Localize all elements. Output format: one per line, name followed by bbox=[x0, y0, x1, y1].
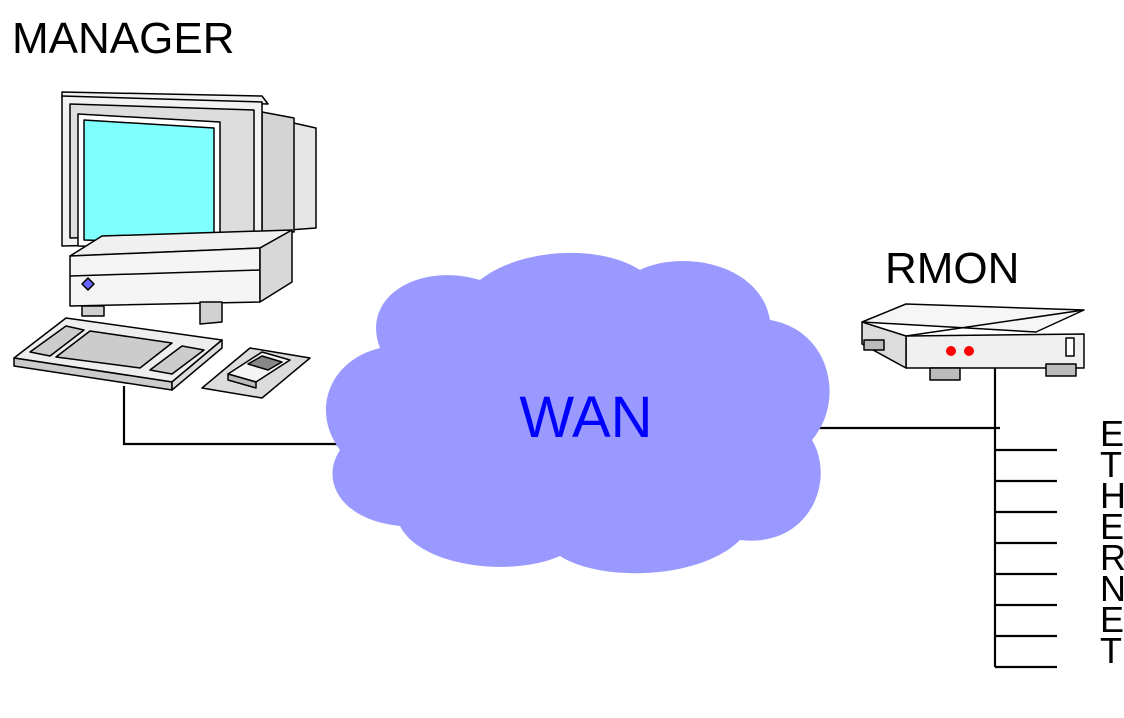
rmon-group-label: E bbox=[1100, 599, 1124, 640]
rmon-group-label: E bbox=[1100, 413, 1124, 454]
wan-label: WAN bbox=[519, 385, 652, 450]
screen bbox=[83, 119, 215, 245]
rmon-label: RMON bbox=[885, 244, 1019, 293]
mouse-icon bbox=[201, 347, 311, 399]
rmon-probe-icon bbox=[861, 303, 1085, 381]
rmon-group-label: N bbox=[1100, 568, 1124, 609]
keyboard-icon bbox=[13, 317, 223, 391]
wan-cloud: WAN bbox=[325, 252, 830, 574]
rmon-group-label: H bbox=[1100, 475, 1124, 516]
manager-computer-icon bbox=[61, 91, 317, 325]
rmon-group-label: R bbox=[1100, 537, 1124, 578]
led-1 bbox=[946, 346, 956, 356]
rmon-group-label: T bbox=[1100, 444, 1122, 485]
power-indicator bbox=[81, 277, 95, 291]
led-2 bbox=[964, 346, 974, 356]
manager-label: MANAGER bbox=[12, 14, 234, 63]
rmon-group-label: T bbox=[1100, 630, 1122, 671]
rmon-group-label: E bbox=[1100, 506, 1124, 547]
manager-wan-link bbox=[122, 386, 342, 446]
